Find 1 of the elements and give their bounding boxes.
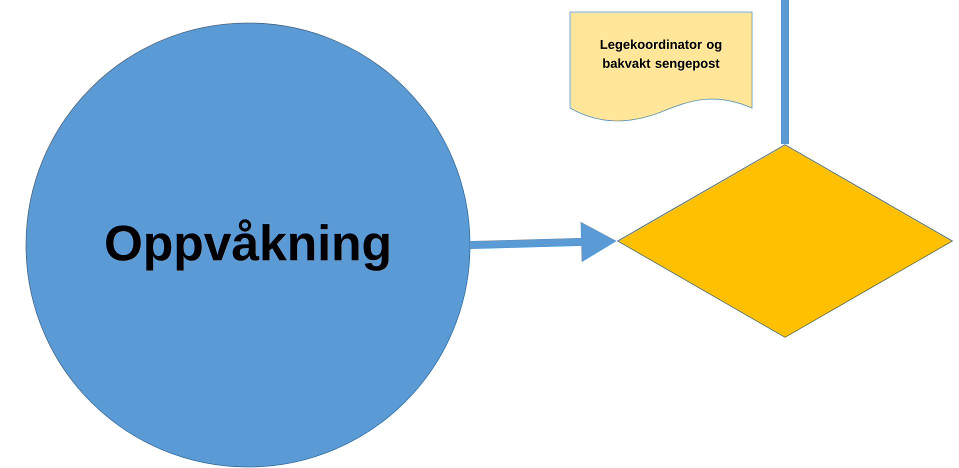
connector-line: [781, 0, 789, 144]
